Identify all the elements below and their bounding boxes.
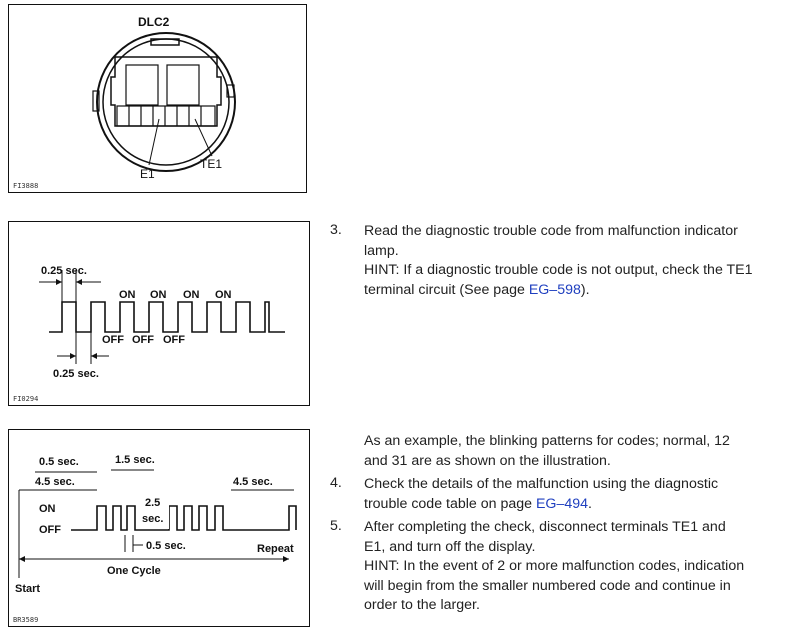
te1-label: TE1 — [200, 157, 222, 171]
label-backdrop-25 — [140, 493, 169, 529]
step-3-line-4: terminal circuit (See page EG–598). — [364, 281, 804, 301]
time-label-05-bottom: 0.5 sec. — [146, 540, 186, 552]
connector-side-tab-left — [92, 90, 100, 112]
arrowhead-bottom-left — [70, 353, 76, 359]
dlc2-label: DLC2 — [138, 15, 170, 29]
figure-id: FI0294 — [13, 395, 39, 403]
step-5-text: After completing the check, disconnect t… — [364, 518, 804, 616]
dlc2-connector-drawing: DLC2 E1 TE1 — [92, 15, 236, 181]
e1-label: E1 — [140, 167, 155, 181]
figure-dlc2-connector: DLC2 E1 TE1 FI3888 — [8, 4, 307, 193]
code-cycle-drawing: 0.5 sec. 1.5 sec. 4.5 sec. 4.5 sec. ON O… — [15, 454, 297, 595]
step-5-line-3: HINT: In the event of 2 or more malfunct… — [364, 558, 745, 574]
step-5-line-4: will begin from the smaller numbered cod… — [364, 577, 731, 594]
one-cycle-arrow-left — [19, 556, 25, 562]
step-5-line-2: E1, and turn off the display. — [364, 538, 536, 555]
off-label: OFF — [39, 524, 61, 536]
on-label: ON — [39, 503, 56, 515]
step-4-line-2-text: trouble code table on page — [364, 495, 536, 512]
page-link-eg-598[interactable]: EG–598 — [528, 281, 581, 298]
te1-leader — [194, 118, 213, 157]
step-4-line-2: trouble code table on page EG–494. — [364, 495, 804, 515]
off-label-1: OFF — [102, 334, 124, 346]
time-label-45-right: 4.5 sec. — [233, 476, 273, 488]
time-label-15: 1.5 sec. — [115, 454, 155, 466]
on-label-3: ON — [183, 289, 200, 301]
step-3-line-4-text: terminal circuit (See page — [364, 281, 529, 298]
example-line-2: and 31 are as shown on the illustration. — [364, 452, 611, 469]
figure-blink-timing: 0.25 sec. ON ON ON ON OFF OFF OFF 0.25 s… — [8, 221, 310, 406]
arrowhead-top-left — [56, 279, 62, 285]
one-cycle-label: One Cycle — [107, 565, 161, 577]
time-label-25-value: 2.5 — [145, 497, 160, 509]
step-4-number: 4. — [330, 475, 342, 491]
example-text: As an example, the blinking patterns for… — [364, 432, 804, 471]
arrowhead-bottom-right — [91, 353, 97, 359]
on-label-4: ON — [215, 289, 232, 301]
arrowhead-top-right — [76, 279, 82, 285]
connector-inner-ring — [102, 38, 230, 166]
step-4-line-2-end: . — [588, 495, 592, 512]
connector-outer-ring — [96, 32, 236, 172]
connector-latch-right — [166, 64, 200, 106]
step-4-text: Check the details of the malfunction usi… — [364, 475, 804, 514]
figure-id: BR3589 — [13, 616, 39, 624]
connector-body — [110, 56, 222, 127]
e1-leader — [148, 118, 160, 166]
connector-key — [150, 38, 180, 46]
step-5-line-1: After completing the check, disconnect t… — [364, 519, 726, 535]
off-label-2: OFF — [132, 334, 154, 346]
step-5-line-5: order to the larger. — [364, 597, 480, 613]
off-label-3: OFF — [163, 334, 185, 346]
one-cycle-arrow-right — [283, 556, 289, 562]
blink-timing-drawing: 0.25 sec. ON ON ON ON OFF OFF OFF 0.25 s… — [39, 265, 285, 380]
time-label-bottom: 0.25 sec. — [53, 368, 99, 380]
example-line-1: As an example, the blinking patterns for… — [364, 433, 730, 449]
time-label-top: 0.25 sec. — [41, 265, 87, 277]
time-label-45-left: 4.5 sec. — [35, 476, 75, 488]
step-3-number: 3. — [330, 222, 342, 238]
figure-code-cycle: 0.5 sec. 1.5 sec. 4.5 sec. 4.5 sec. ON O… — [8, 429, 310, 627]
time-label-25-unit: sec. — [142, 513, 163, 525]
on-label-2: ON — [150, 289, 167, 301]
start-label: Start — [15, 583, 40, 595]
figure-id: FI3888 — [13, 182, 39, 190]
connector-latch-left — [125, 64, 159, 106]
time-label-05: 0.5 sec. — [39, 456, 79, 468]
page-link-eg-494[interactable]: EG–494 — [535, 495, 589, 512]
step-3-line-1: Read the diagnostic trouble code from ma… — [364, 223, 738, 239]
code-waveform — [71, 505, 297, 531]
terminal-row — [116, 105, 216, 127]
repeat-label: Repeat — [257, 543, 294, 555]
blink-waveform — [49, 301, 285, 333]
terminal-dividers — [128, 106, 202, 126]
step-3-text: Read the diagnostic trouble code from ma… — [364, 222, 804, 300]
step-5-number: 5. — [330, 518, 342, 534]
connector-side-tab-right — [226, 84, 235, 98]
step-3-line-3: HINT: If a diagnostic trouble code is no… — [364, 262, 753, 278]
step-3-line-2: lamp. — [364, 242, 399, 259]
step-3-line-4-end: ). — [580, 281, 590, 298]
on-label-1: ON — [119, 289, 136, 301]
step-4-line-1: Check the details of the malfunction usi… — [364, 476, 719, 492]
